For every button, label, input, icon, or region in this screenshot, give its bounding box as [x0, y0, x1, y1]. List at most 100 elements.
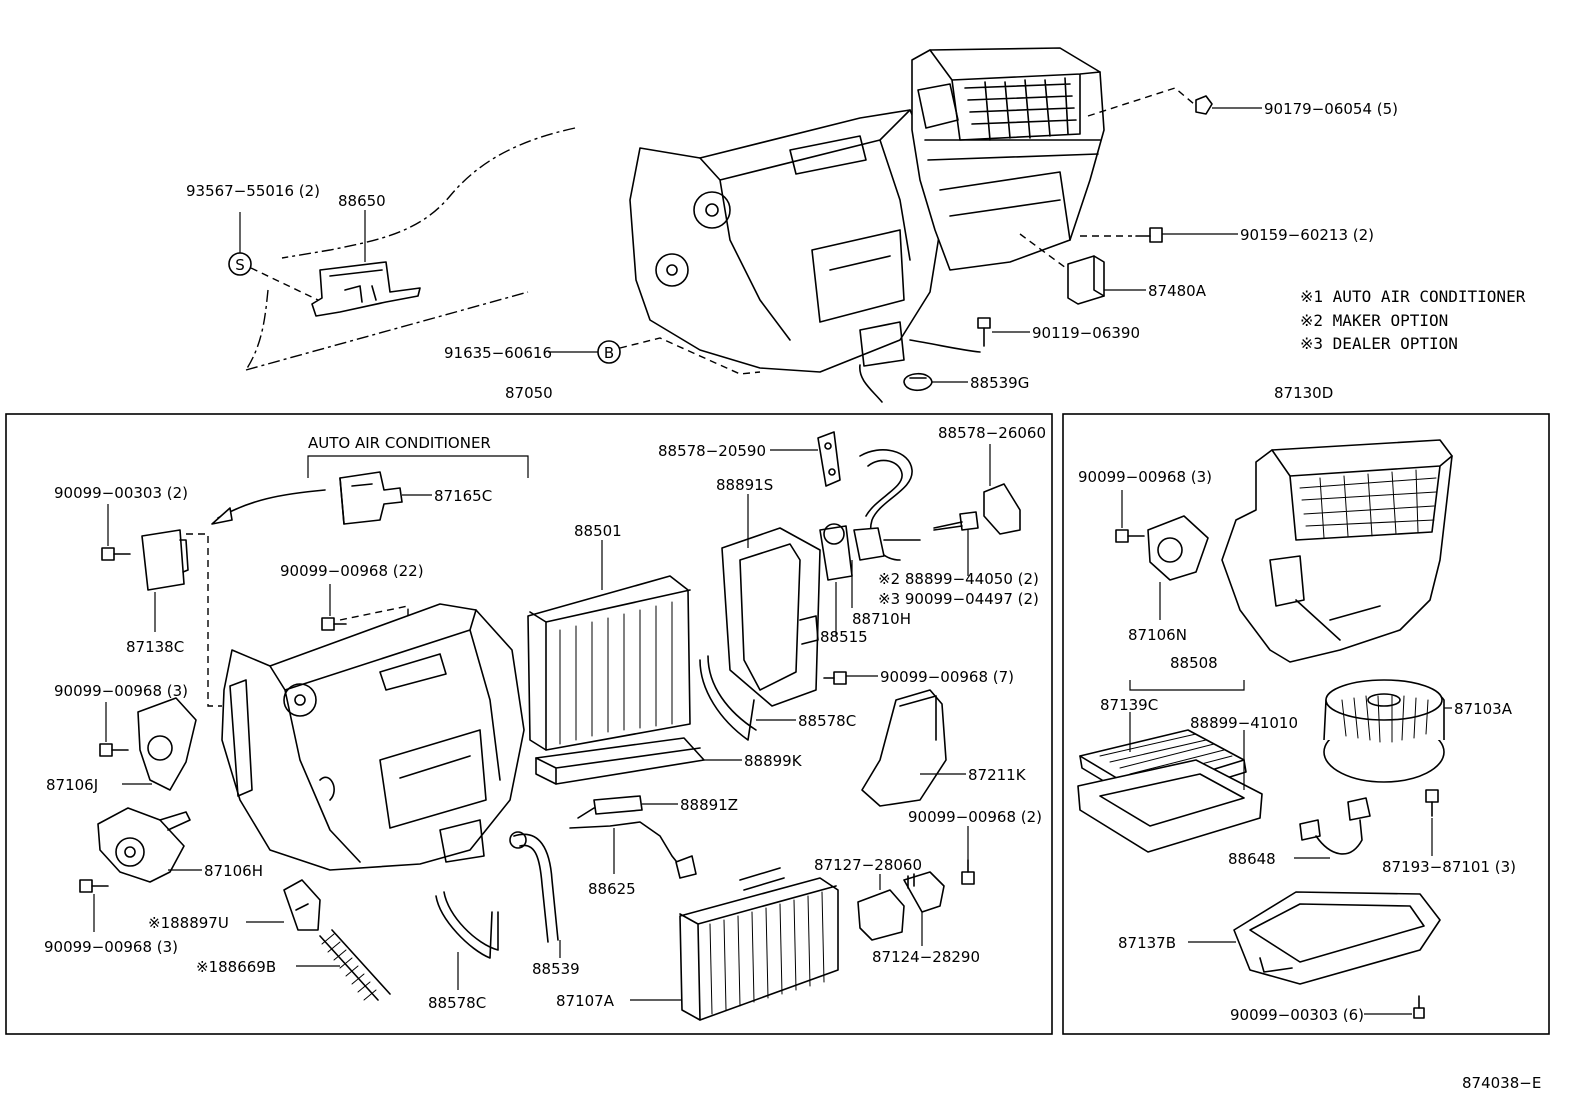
- label-188897u: ※188897U: [148, 914, 229, 932]
- part-87165c-art: [339, 471, 403, 525]
- screw-90099-00968-22-art: [321, 617, 347, 631]
- harness-88625-art: [569, 821, 697, 879]
- heater-unit-assembly-top: [629, 109, 981, 403]
- callout-labels: 93567−55016 (2) 88650 91635−60616 90179−…: [44, 100, 1541, 1092]
- pipes-88710h-art: [853, 449, 921, 561]
- legend-item-1: ※1 AUTO AIR CONDITIONER: [1300, 287, 1526, 306]
- label-90179-06054: 90179−06054 (5): [1264, 100, 1398, 118]
- blower-unit-assembly-top: [911, 47, 1105, 271]
- screw-87193-art: [1425, 789, 1439, 817]
- valve-88515-art: [819, 523, 853, 581]
- label-88899-44050: ※2 88899−44050 (2): [878, 570, 1039, 588]
- label-90099-04497: ※3 90099−04497 (2): [878, 590, 1039, 608]
- duct-87211k-art: [861, 689, 947, 807]
- label-90159-60213: 90159−60213 (2): [1240, 226, 1374, 244]
- part-87480a-art: [1067, 255, 1105, 305]
- heater-unit-87050-art: [221, 603, 525, 871]
- label-87137b: 87137B: [1118, 934, 1176, 952]
- label-87106h: 87106H: [204, 862, 263, 880]
- label-auto-air-conditioner: AUTO AIR CONDITIONER: [308, 434, 491, 452]
- screw-90099-00968-2-art: [961, 859, 975, 885]
- label-90119-06390: 90119−06390: [1032, 324, 1140, 342]
- heater-core-87107a-art: [679, 867, 839, 1021]
- label-91635-60616: 91635−60616: [444, 344, 552, 362]
- label-188669b: ※188669B: [196, 958, 276, 976]
- screw-90099-00303-6-art: [1413, 995, 1425, 1019]
- label-87130d: 87130D: [1274, 384, 1333, 402]
- case-87137b-art: [1233, 891, 1441, 985]
- label-87106n: 87106N: [1128, 626, 1187, 644]
- circle-s-label: S: [235, 256, 245, 274]
- label-87139c: 87139C: [1100, 696, 1158, 714]
- label-87124-28290: 87124−28290: [872, 948, 980, 966]
- dashboard-outline: [245, 127, 576, 371]
- label-87193-87101: 87193−87101 (3): [1382, 858, 1516, 876]
- label-88891s: 88891S: [716, 476, 773, 494]
- screw-90099-00968-7-art: [823, 671, 847, 685]
- label-87127-28060: 87127−28060: [814, 856, 922, 874]
- actuator-87106h-art: [97, 807, 191, 883]
- label-88710h: 88710H: [852, 610, 911, 628]
- label-88578-20590: 88578−20590: [658, 442, 766, 460]
- label-88501: 88501: [574, 522, 622, 540]
- label-87138c: 87138C: [126, 638, 184, 656]
- label-90099-00968-2: 90099−00968 (2): [908, 808, 1042, 826]
- screw-90159-art: [1135, 227, 1163, 243]
- label-90099-00968-7: 90099−00968 (7): [880, 668, 1014, 686]
- bolt-90119-art: [977, 317, 991, 347]
- part-87138c-art: [141, 529, 189, 591]
- blower-case-87130d-art: [1221, 439, 1453, 663]
- label-90099-00968-3c: 90099−00968 (3): [1078, 468, 1212, 486]
- evaporator-88501-art: [527, 575, 691, 751]
- bracket-87124-art: [903, 871, 945, 913]
- actuator-87106j-art: [137, 697, 197, 791]
- cover-88891s-art: [721, 527, 821, 707]
- label-88578-26060: 88578−26060: [938, 424, 1046, 442]
- label-88508: 88508: [1170, 654, 1218, 672]
- legend: ※1 AUTO AIR CONDITIONER ※2 MAKER OPTION …: [1300, 287, 1526, 353]
- frame-87050: [5, 413, 1053, 1035]
- fastener-90179-art: [1195, 95, 1213, 115]
- legend-item-3: ※3 DEALER OPTION: [1300, 334, 1458, 353]
- part-87127-art: [857, 889, 905, 941]
- plate-88578-20590-art: [817, 431, 841, 487]
- label-87050: 87050: [505, 384, 553, 402]
- pipe-88578c-bottom-art: [435, 891, 499, 959]
- label-90099-00968-22: 90099−00968 (22): [280, 562, 424, 580]
- screw-90099-00968-3b-art: [79, 879, 109, 893]
- grommet-88539g-art: [903, 372, 933, 392]
- clamp-88578-26060-art: [983, 483, 1021, 535]
- pipe-88578c-mid-art: [699, 655, 757, 741]
- frame-87130d: [1062, 413, 1550, 1035]
- hose-88669b-art: [319, 929, 391, 1001]
- label-90099-00303-6: 90099−00303 (6): [1230, 1006, 1364, 1024]
- bolt-88899-44050-art: [933, 511, 979, 531]
- label-90099-00968-3b: 90099−00968 (3): [44, 938, 178, 956]
- label-87103a: 87103A: [1454, 700, 1513, 718]
- label-88891z: 88891Z: [680, 796, 738, 814]
- label-88899-41010: 88899−41010: [1190, 714, 1298, 732]
- label-88539: 88539: [532, 960, 580, 978]
- blower-motor-87103a-art: [1323, 679, 1445, 783]
- screw-90099-00968-3a-art: [99, 743, 129, 757]
- label-88650: 88650: [338, 192, 386, 210]
- label-87106j: 87106J: [46, 776, 98, 794]
- label-88899k: 88899K: [744, 752, 803, 770]
- label-87211k: 87211K: [968, 766, 1027, 784]
- label-90099-00968-3a: 90099−00968 (3): [54, 682, 188, 700]
- filter-case-88899-41010-art: [1077, 759, 1263, 853]
- resistor-88648-art: [1299, 797, 1371, 855]
- circle-b-label: B: [604, 344, 614, 362]
- sensor-88897u-art: [283, 879, 321, 931]
- legend-item-2: ※2 MAKER OPTION: [1300, 311, 1448, 330]
- part-88650-art: [311, 261, 421, 317]
- label-88578c-mid: 88578C: [798, 712, 856, 730]
- label-93567-55016: 93567−55016 (2): [186, 182, 320, 200]
- actuator-87106n-art: [1147, 515, 1209, 581]
- label-90099-00303-2: 90099−00303 (2): [54, 484, 188, 502]
- screw-90099-00968-3c-art: [1115, 529, 1145, 543]
- label-88648: 88648: [1228, 850, 1276, 868]
- label-87480a: 87480A: [1148, 282, 1207, 300]
- label-87107a: 87107A: [556, 992, 615, 1010]
